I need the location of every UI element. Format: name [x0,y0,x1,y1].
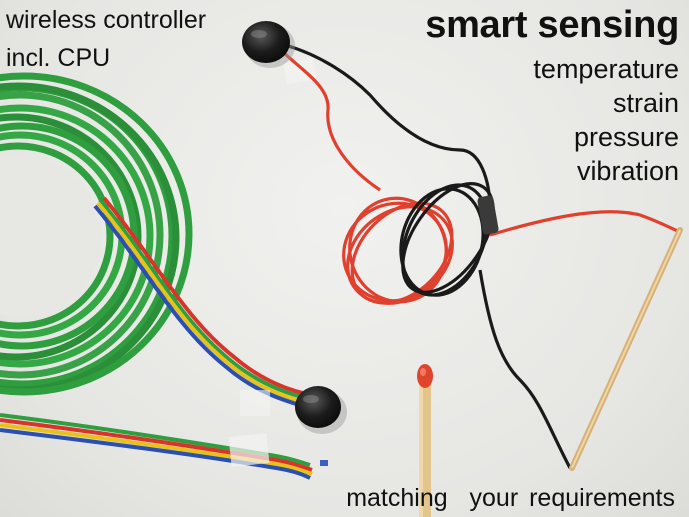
feature-strain: strain [612,88,679,118]
headline: smart sensing [425,4,679,46]
controller-caption-line1: wireless controller [6,6,207,34]
tagline: matching your requirements [346,484,675,512]
red-wire-coil [268,38,681,305]
wire-junction [477,195,499,235]
tape-strip [240,390,270,416]
tape-strip [283,57,317,85]
controller-caption-line2: incl. CPU [6,44,111,72]
tape-strip [228,433,270,467]
feature-temperature: temperature [533,54,679,84]
feature-pressure: pressure [573,122,679,152]
wooden-stick-highlight [571,229,681,469]
sensor-puck-top [242,21,295,68]
sensor-tip [320,460,328,466]
black-wire-coil [284,43,572,469]
matchstick [417,364,433,517]
sensor-puck-bottom [295,386,347,434]
coil-center [0,156,102,316]
ribbon-cable [0,196,318,480]
feature-vibration: vibration [576,156,679,186]
